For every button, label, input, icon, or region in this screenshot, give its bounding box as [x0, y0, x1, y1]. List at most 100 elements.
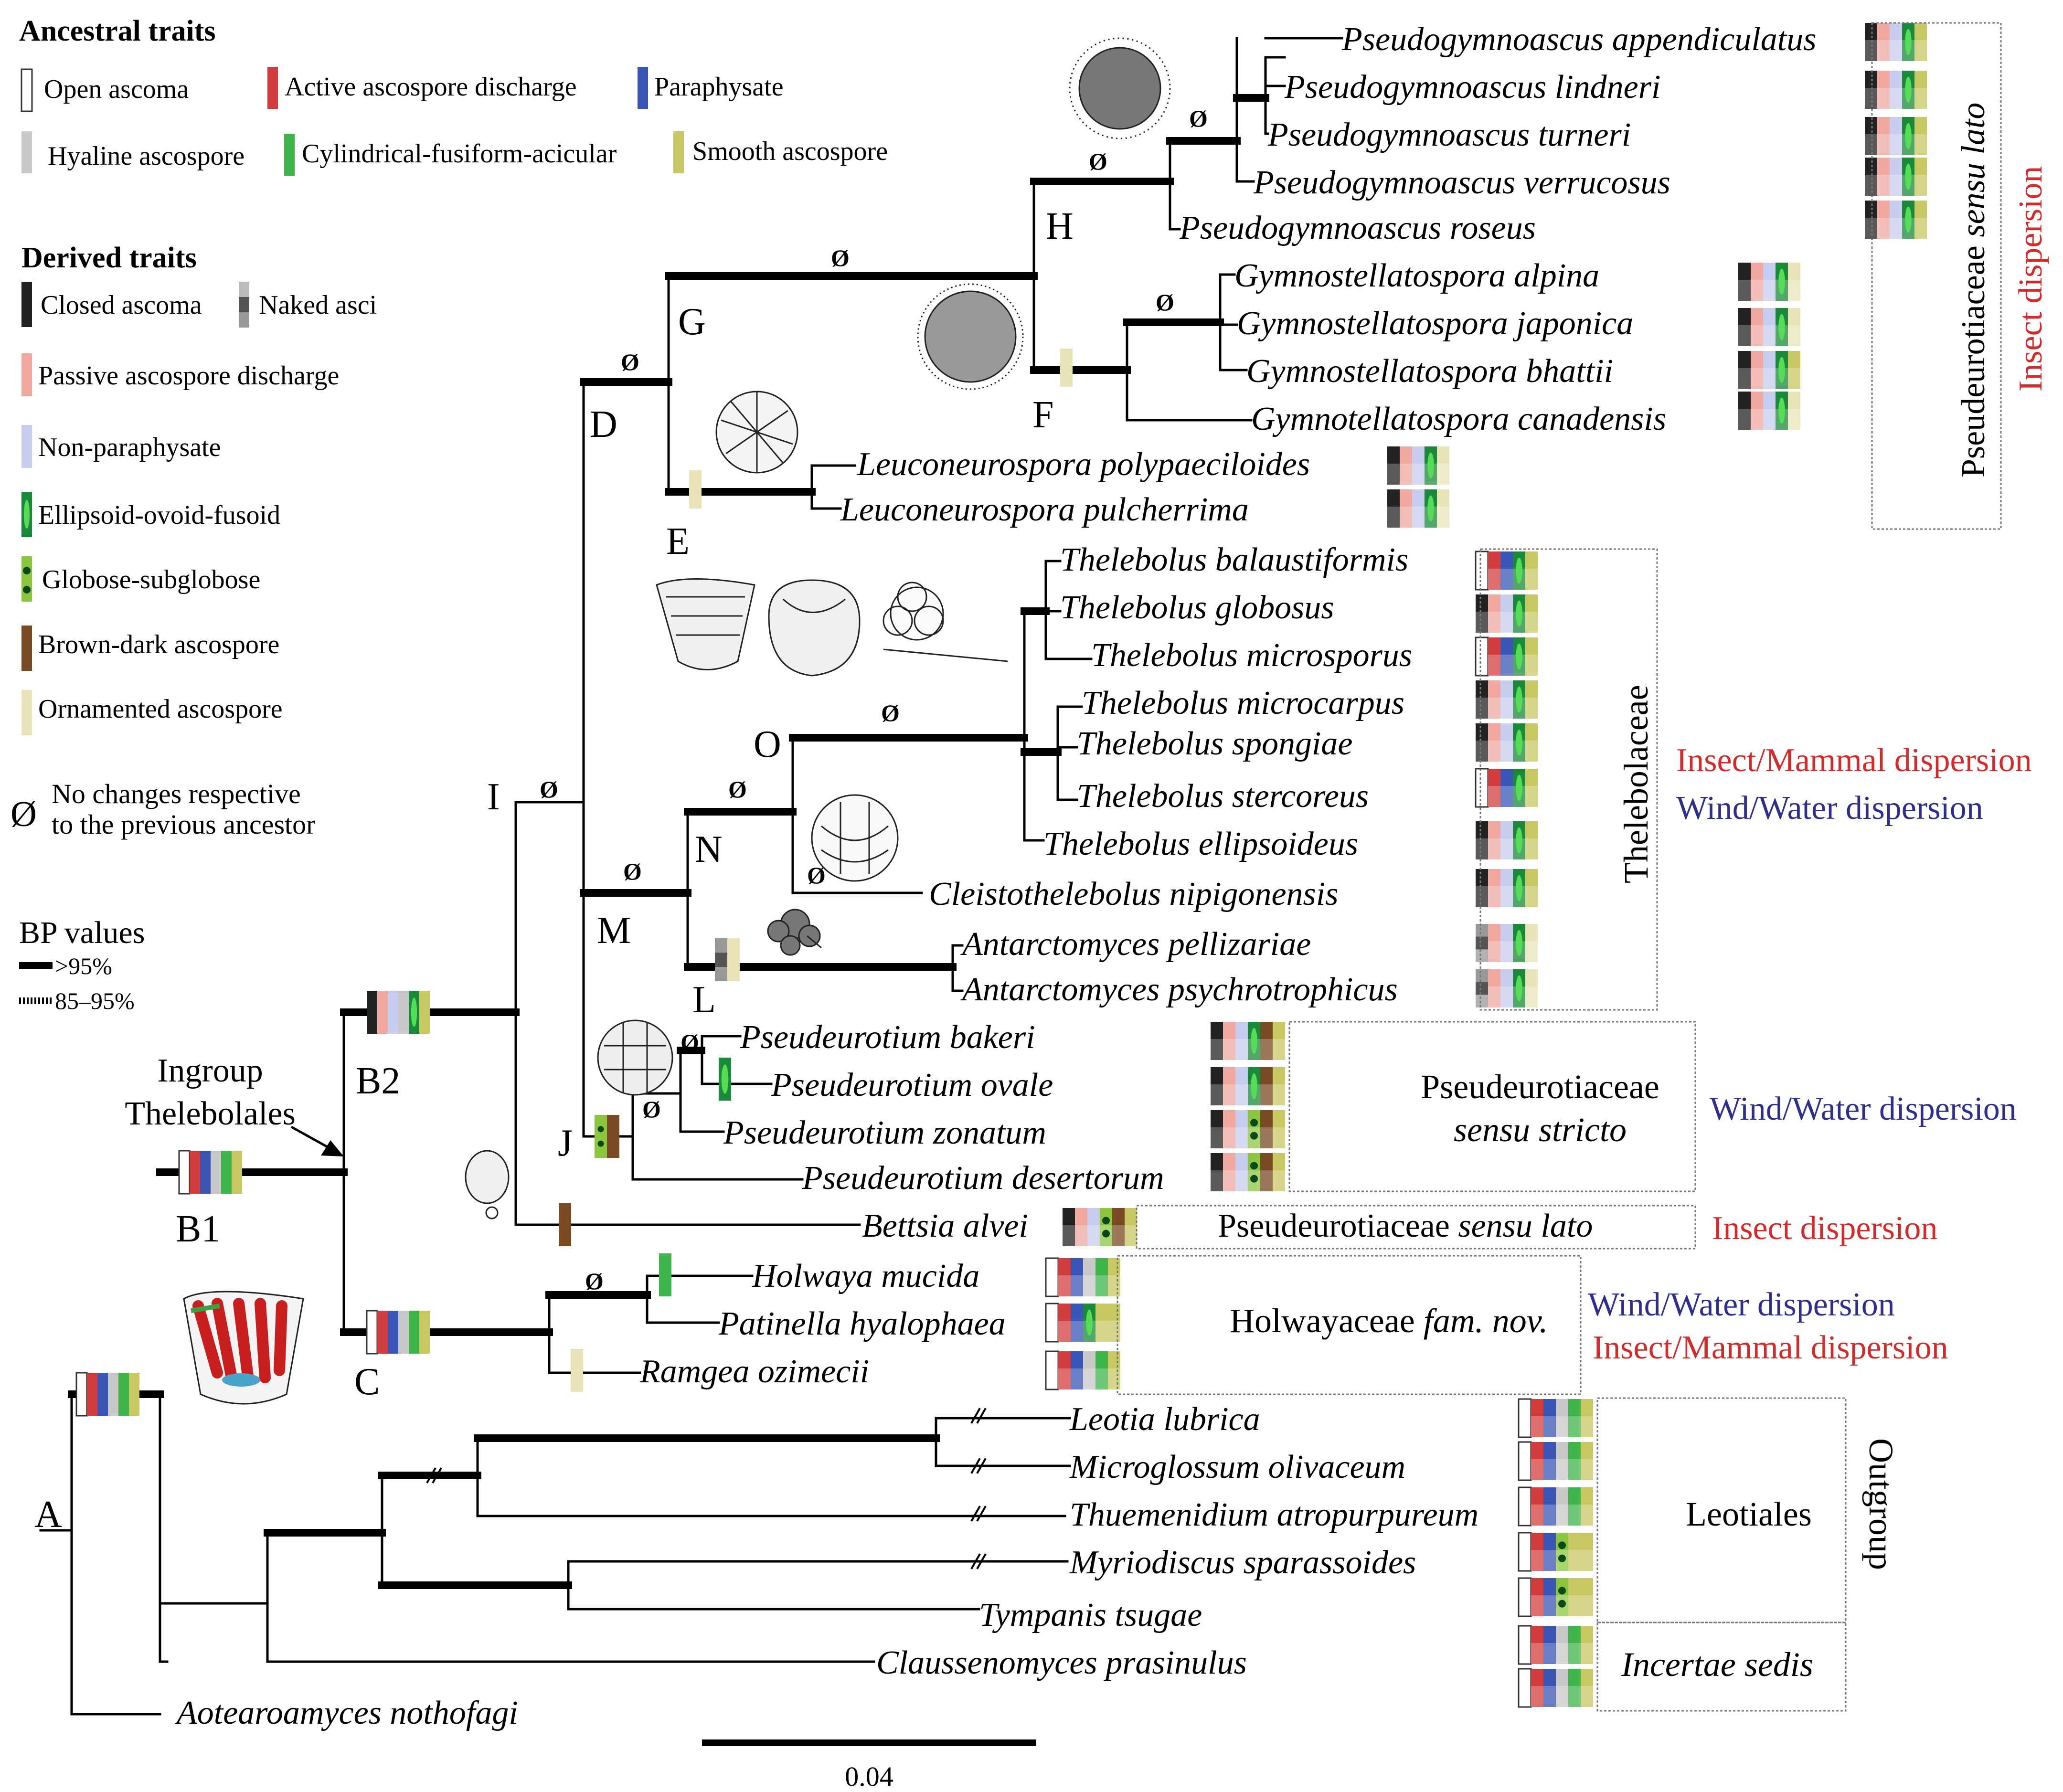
trait-cell-shade — [1763, 325, 1776, 346]
trait-cell-shade — [1412, 507, 1425, 528]
trait-cell — [1046, 1258, 1058, 1296]
trait-cell-shade — [1273, 1084, 1285, 1105]
illustration-cleistothelebolus — [811, 794, 899, 882]
trait-cell-mark — [1250, 1132, 1258, 1140]
trait-cell-mark — [1558, 1554, 1566, 1562]
trait-cell — [1211, 1067, 1223, 1105]
trait-cell-shade — [1476, 886, 1488, 907]
trait-cell-shade — [1476, 612, 1488, 633]
trait-cell-shade — [1400, 507, 1412, 528]
trait-cell-shade — [1525, 886, 1538, 907]
trait-cell — [1519, 1442, 1531, 1480]
trait-cell-mark — [1251, 1028, 1257, 1054]
no-change-I: Ø — [540, 776, 558, 803]
taxon-label: Gymnotellatospora canadensis — [1251, 401, 1666, 437]
trait-cell-shade — [1235, 1170, 1248, 1191]
no-change-M: Ø — [623, 858, 642, 885]
trait-cell-shade — [1260, 1084, 1273, 1105]
trait-cell-shade — [1531, 1686, 1543, 1707]
node-C: C — [354, 1361, 380, 1403]
trait-cell-shade — [1500, 655, 1513, 676]
trait-cell-mark — [1778, 357, 1785, 383]
trait-cell-shade — [1058, 1321, 1071, 1342]
trait-cell-shade — [1531, 1416, 1543, 1437]
legend-open-ascoma: Open ascoma — [44, 74, 189, 104]
legend: Ancestral traits Open ascoma Active asco… — [11, 15, 888, 1014]
trait-cell — [1046, 1304, 1058, 1342]
trait-cell — [1568, 1669, 1581, 1707]
taxon-label: Thelebolus globosus — [1060, 589, 1334, 626]
trait-cell — [1223, 1022, 1235, 1060]
label-bettsia-sensu: sensu lato — [1458, 1208, 1593, 1244]
trait-cell — [1543, 1669, 1556, 1707]
trait-cell-mark — [1558, 1587, 1566, 1595]
legend-brown: Brown-dark ascospore — [38, 630, 279, 659]
trait-cell — [1525, 551, 1538, 590]
trait-cell — [1581, 1669, 1593, 1707]
trait-cell-shade — [1751, 325, 1763, 346]
trait-cell-shade — [1211, 1084, 1223, 1105]
trait-cell-shade — [1087, 1225, 1100, 1246]
trait-cell-shade — [1581, 1550, 1593, 1571]
trait-cell — [1211, 1153, 1223, 1191]
trait-cell — [1500, 769, 1513, 807]
trait-cell-shade — [1865, 175, 1877, 196]
label-thelebolaceae: Thelebolaceae — [1617, 685, 1655, 883]
trait-cell-shade — [1488, 741, 1500, 762]
taxon-label: Gymnostellatospora alpina — [1234, 257, 1599, 294]
trait-cell-shade — [1788, 409, 1800, 430]
trait-cell-mark — [1250, 1175, 1258, 1183]
trait-cell — [1914, 158, 1927, 196]
trait-cell — [1476, 551, 1488, 590]
node-L: L — [692, 979, 716, 1021]
trait-cell — [1890, 23, 1902, 61]
trait-cell-shade — [1488, 612, 1500, 633]
trait-cell-shade — [1095, 1368, 1108, 1389]
trait-cell — [1525, 680, 1538, 719]
taxon-label: Tympanis tsugae — [979, 1597, 1202, 1633]
taxon-label: Leotia lubrica — [1069, 1401, 1260, 1438]
trait-cell — [1476, 680, 1488, 719]
taxon-label: Patinella hyalophaea — [718, 1305, 1006, 1342]
box-pseudeurotiaceae-ss — [1288, 1021, 1696, 1192]
trait-cell-shade — [1556, 1686, 1568, 1707]
trait-cell — [1223, 1153, 1235, 1191]
taxon-label: Leuconeurospora polypaeciloides — [857, 446, 1310, 483]
trait-cell-mark — [1778, 314, 1785, 340]
trait-cell-shade — [1763, 409, 1776, 430]
trait-cell-mark — [1778, 268, 1785, 295]
trait-cell-shade — [1519, 1550, 1531, 1571]
trait-cell-shade — [1235, 1039, 1248, 1060]
trait-cell-mark — [1905, 29, 1912, 55]
legend-ornamented: Ornamented ascospore — [38, 694, 283, 724]
trait-cell-shade — [1488, 786, 1500, 807]
trait-cell — [1738, 351, 1751, 389]
trait-cell-shade — [1525, 569, 1538, 590]
trait-cell — [1476, 637, 1488, 676]
taxon-label: Antarctomyces psychrotrophicus — [960, 971, 1398, 1008]
trait-cell — [1914, 23, 1927, 61]
taxon-label: Pseudogymnoascus lindneri — [1284, 69, 1660, 106]
trait-cell-mark — [721, 1064, 729, 1094]
trait-cell — [1095, 1351, 1108, 1389]
trait-cell — [1500, 551, 1513, 590]
taxon-label: Myriodiscus sparassoides — [1069, 1544, 1416, 1581]
no-change-ps1: Ø — [681, 1029, 699, 1056]
trait-cell-mark — [1086, 1309, 1093, 1336]
legend-ellipsoid: Ellipsoid-ovoid-fusoid — [38, 500, 280, 530]
group-labels: Pseudeurotiaceae sensu lato Insect dispe… — [1218, 103, 2049, 1684]
legend-naked: Naked asci — [259, 290, 377, 320]
legend-smooth: Smooth ascospore — [692, 137, 888, 166]
trait-cell — [689, 470, 702, 509]
branch-break — [970, 1553, 981, 1569]
trait-cell — [1488, 821, 1500, 859]
legend-cylindrical: Cylindrical-fusiform-acicular — [302, 139, 617, 169]
trait-cell — [232, 1151, 242, 1194]
trait-cell — [1519, 1487, 1531, 1526]
trait-cell-mark — [1905, 123, 1912, 149]
trait-cell-shade — [1531, 1459, 1543, 1480]
label-psl-name: Pseudeurotiaceae — [1955, 237, 1992, 477]
trait-cell-shade — [1865, 40, 1877, 61]
illustration-thelebolus-3 — [883, 582, 1008, 662]
